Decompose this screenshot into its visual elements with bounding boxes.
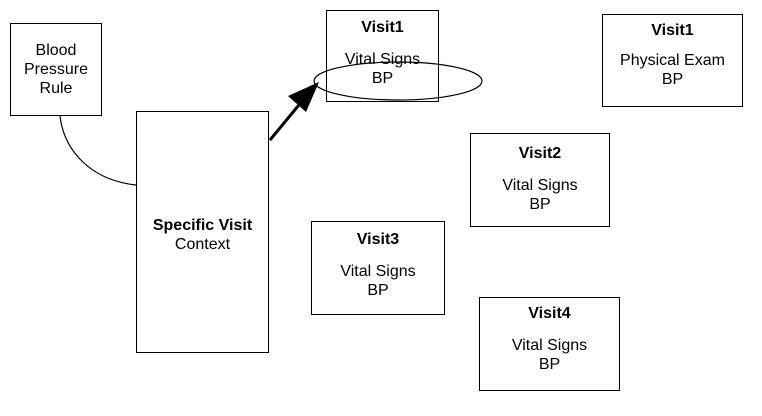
rule-line-1: Blood [35,42,77,59]
specific-visit-context-box: Specific Visit Context [136,111,269,353]
rule-line-3: Rule [39,80,73,97]
context-subtitle: Context [174,236,231,253]
visit4-box: Visit4 Vital Signs BP [479,297,620,391]
visit-title: Visit2 [518,145,562,162]
visit3-box: Visit3 Vital Signs BP [311,221,445,315]
visit-measure: BP [371,70,394,87]
visit-measure: BP [538,356,561,373]
visit-category: Vital Signs [511,337,588,354]
context-to-visit-arrow-shaft [268,99,305,141]
visit-category: Vital Signs [340,263,416,280]
rule-to-context-connector [59,115,137,186]
visit-category: Physical Exam [620,52,725,69]
visit-title: Visit3 [356,231,400,248]
visit-title: Visit1 [651,22,694,39]
blood-pressure-rule-box: Blood Pressure Rule [10,23,102,116]
visit-title: Visit4 [528,305,571,322]
visit-category: Vital Signs [502,177,578,194]
visit-measure: BP [529,196,551,213]
bp-highlight-ellipse [313,61,483,101]
arrowhead-icon [288,82,319,112]
context-title: Specific Visit [152,217,253,234]
rule-line-2: Pressure [23,61,89,78]
visit-measure: BP [661,71,684,88]
visit-measure: BP [367,282,389,299]
visit1-physical-exam-box: Visit1 Physical Exam BP [602,14,743,107]
visit1-vital-signs-box: Visit1 Vital Signs BP [326,10,439,102]
visit-title: Visit1 [361,19,404,36]
visit2-box: Visit2 Vital Signs BP [470,133,610,227]
